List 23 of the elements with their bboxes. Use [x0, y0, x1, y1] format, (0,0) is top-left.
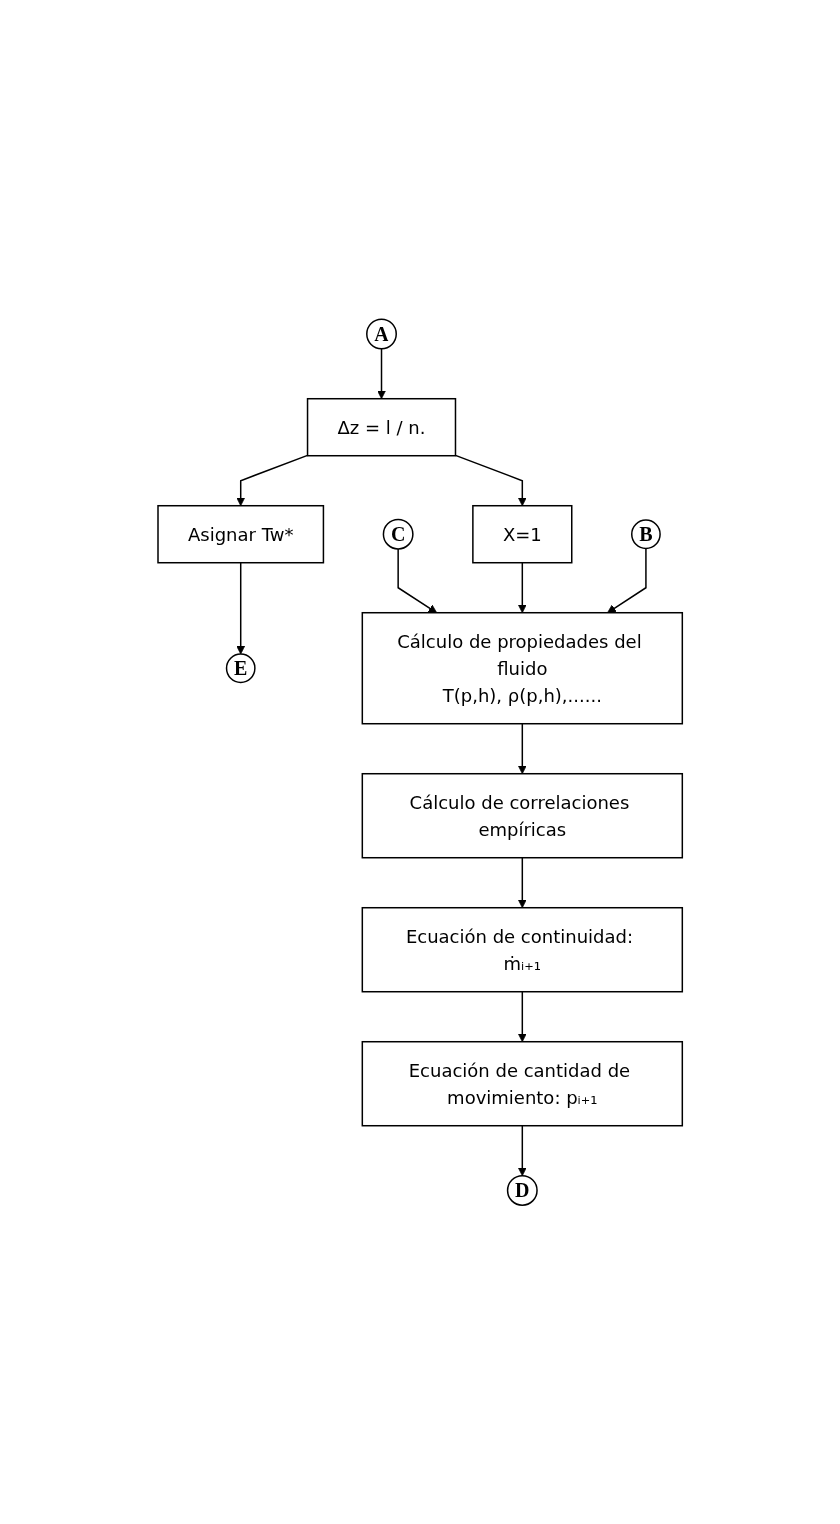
node-circle: B [630, 519, 661, 549]
node-circle: C [382, 518, 414, 550]
arrow [517, 990, 527, 1042]
node-box: Ecuación de cantidad de movimiento: pᵢ₊₁ [361, 1040, 683, 1127]
node-circle: E [225, 653, 256, 683]
node-box: Cálculo de propiedades del fluido T(p,h), ρ(p,h),...... [361, 611, 683, 725]
arrow [454, 454, 527, 506]
arrow [236, 561, 245, 655]
arrow [376, 347, 386, 399]
node-box: Cálculo de correlaciones empíricas [361, 772, 683, 859]
node-circle: D [506, 1174, 538, 1206]
node-box: Ecuación de continuidad: ṁᵢ₊₁ [361, 906, 683, 993]
arrow [236, 454, 309, 506]
node-box: X=1 [471, 504, 573, 564]
arrow [517, 722, 527, 774]
node-circle: A [365, 318, 397, 350]
node-box: Asignar Tw* [157, 504, 324, 564]
node-box: Δz = l / n. [306, 397, 457, 457]
arrow [397, 547, 437, 613]
arrow [517, 856, 527, 908]
arrow [517, 561, 527, 613]
arrow [607, 547, 647, 613]
arrow [517, 1124, 527, 1176]
